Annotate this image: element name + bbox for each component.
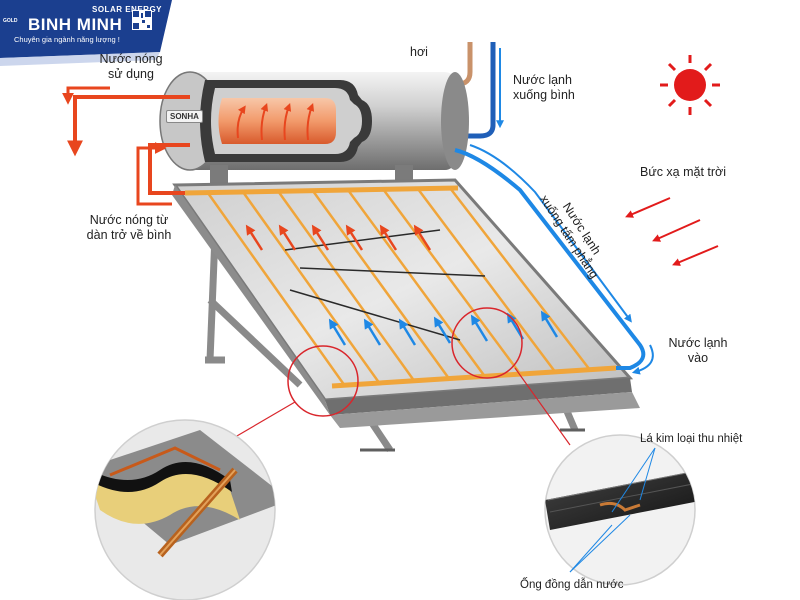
label-cold-in-line1: Nước lạnh bbox=[668, 336, 728, 350]
detail-right bbox=[544, 434, 696, 586]
label-hot-use: Nước nóng sử dụng bbox=[86, 52, 176, 82]
label-hot-use-line1: Nước nóng bbox=[99, 52, 163, 66]
logo-gold-badge: GOLD bbox=[3, 18, 18, 24]
detail-left bbox=[94, 419, 276, 600]
label-cold-in: Nước lạnh vào bbox=[660, 336, 736, 366]
label-absorber-plate: Lá kim loại thu nhiệt bbox=[640, 433, 743, 445]
flat-plate-collector bbox=[172, 178, 640, 428]
label-hot-use-line2: sử dụng bbox=[108, 67, 154, 81]
copper-pointer bbox=[569, 524, 613, 573]
callout-line-right bbox=[514, 367, 571, 446]
label-cold-down-line2: xuống bình bbox=[513, 88, 575, 102]
callout-line-left bbox=[229, 401, 296, 441]
label-sun-radiation: Bức xạ mặt trời bbox=[640, 165, 727, 179]
storage-tank bbox=[159, 71, 469, 187]
logo-subtitle: SOLAR ENERGY bbox=[92, 5, 163, 14]
label-hot-return-line1: Nước nóng từ bbox=[89, 213, 169, 227]
logo-title: BINH MINH bbox=[28, 15, 123, 34]
label-steam: hơi bbox=[410, 45, 428, 59]
hot-return-arrow bbox=[136, 142, 172, 206]
tank-brand-label: SONHA bbox=[166, 110, 203, 123]
qr-code-icon bbox=[132, 10, 152, 30]
hot-use-pipe bbox=[67, 95, 190, 157]
label-hot-return: Nước nóng từ dàn trở về bình bbox=[74, 213, 184, 243]
panel-cold-arrows bbox=[328, 310, 559, 346]
cold-inlet-pipe bbox=[452, 42, 496, 139]
absorber-pointer bbox=[611, 447, 656, 513]
label-cold-in-line2: vào bbox=[687, 351, 709, 365]
label-cold-down: Nước lạnh xuống bình bbox=[513, 73, 575, 103]
cold-down-pipe bbox=[454, 148, 646, 370]
cold-flow-arrow bbox=[469, 144, 632, 323]
hot-return-pipe bbox=[148, 143, 190, 195]
label-hot-return-line2: dàn trở về bình bbox=[86, 228, 172, 242]
radiation-arrows bbox=[625, 197, 719, 266]
logo-tagline: Chuyên gia ngành năng lượng ! bbox=[14, 35, 120, 44]
label-copper-pipe: Ống đồng dẫn nước bbox=[520, 579, 624, 591]
brand-banner bbox=[0, 0, 172, 66]
callout-circle-left bbox=[287, 345, 359, 417]
sun-icon bbox=[660, 55, 720, 115]
label-cold-down-line1: Nước lạnh bbox=[513, 73, 572, 87]
callout-circle-right bbox=[451, 307, 523, 379]
cold-in-arrow bbox=[631, 344, 654, 375]
panel-hot-arrows bbox=[245, 224, 432, 251]
hot-use-arrow bbox=[62, 86, 110, 105]
tank-hot-arrows bbox=[236, 103, 315, 141]
